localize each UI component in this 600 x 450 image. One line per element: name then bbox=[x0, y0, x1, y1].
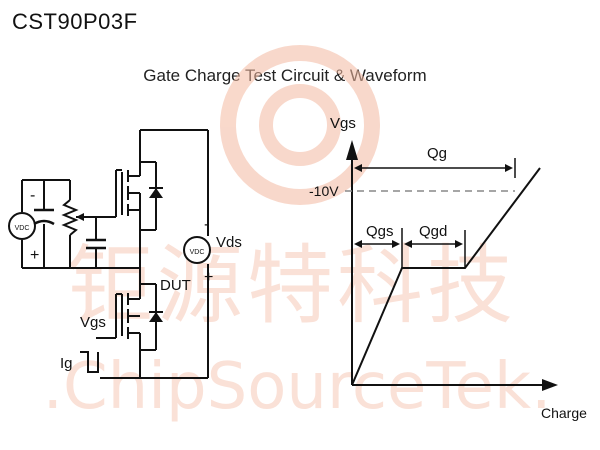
dut-label: DUT bbox=[160, 277, 191, 294]
qgd-label: Qgd bbox=[419, 223, 447, 240]
watermark-logo-inner bbox=[259, 84, 341, 166]
y-axis-arrow bbox=[346, 140, 358, 160]
watermark-chinese-text: 钜源特科技 bbox=[67, 236, 517, 336]
lower-diode-arrow bbox=[149, 312, 163, 322]
wiper-arrow bbox=[76, 213, 84, 221]
right-source bbox=[183, 130, 211, 378]
gate-capacitor bbox=[70, 217, 140, 269]
vgs-curve bbox=[351, 167, 541, 386]
upper-mosfet bbox=[115, 129, 208, 268]
watermark-logo-ring bbox=[220, 45, 380, 205]
qgd-arrow-right bbox=[455, 240, 463, 248]
left-vdc-label: VDC bbox=[15, 225, 30, 232]
vds-label: Vds bbox=[216, 234, 242, 251]
right-vdc-symbol bbox=[183, 236, 211, 264]
qgs-arrow-right bbox=[392, 240, 400, 248]
watermark-english-text: .ChipSourceTek. bbox=[43, 350, 552, 424]
part-number: CST90P03F bbox=[12, 9, 138, 34]
right-vdc-label: VDC bbox=[190, 249, 205, 256]
right-minus-sign: - bbox=[204, 216, 209, 233]
left-vdc-symbol bbox=[8, 212, 36, 240]
right-plus-sign: + bbox=[204, 269, 213, 286]
vgs-circuit-label: Vgs bbox=[80, 314, 106, 331]
left-plus-sign: + bbox=[30, 247, 39, 264]
qgs-arrow-left bbox=[354, 240, 362, 248]
qg-label: Qg bbox=[427, 145, 447, 162]
qgs-label: Qgs bbox=[366, 223, 394, 240]
test-circuit bbox=[8, 129, 211, 379]
level-label: -10V bbox=[309, 183, 339, 199]
left-minus-sign: - bbox=[30, 187, 35, 204]
ig-label: Ig bbox=[60, 355, 73, 372]
left-source bbox=[8, 179, 116, 269]
upper-diode-arrow bbox=[149, 188, 163, 198]
x-axis-arrow bbox=[542, 379, 558, 391]
watermark: 钜源特科技 .ChipSourceTek. bbox=[43, 45, 552, 424]
waveform-x-label: Charge bbox=[541, 405, 587, 421]
qg-arrow-left bbox=[354, 164, 362, 172]
qgd-arrow-left bbox=[404, 240, 412, 248]
qg-arrow-right bbox=[505, 164, 513, 172]
ig-pulse bbox=[80, 351, 99, 373]
waveform-plot bbox=[345, 148, 550, 386]
waveform-y-label: Vgs bbox=[330, 115, 356, 132]
